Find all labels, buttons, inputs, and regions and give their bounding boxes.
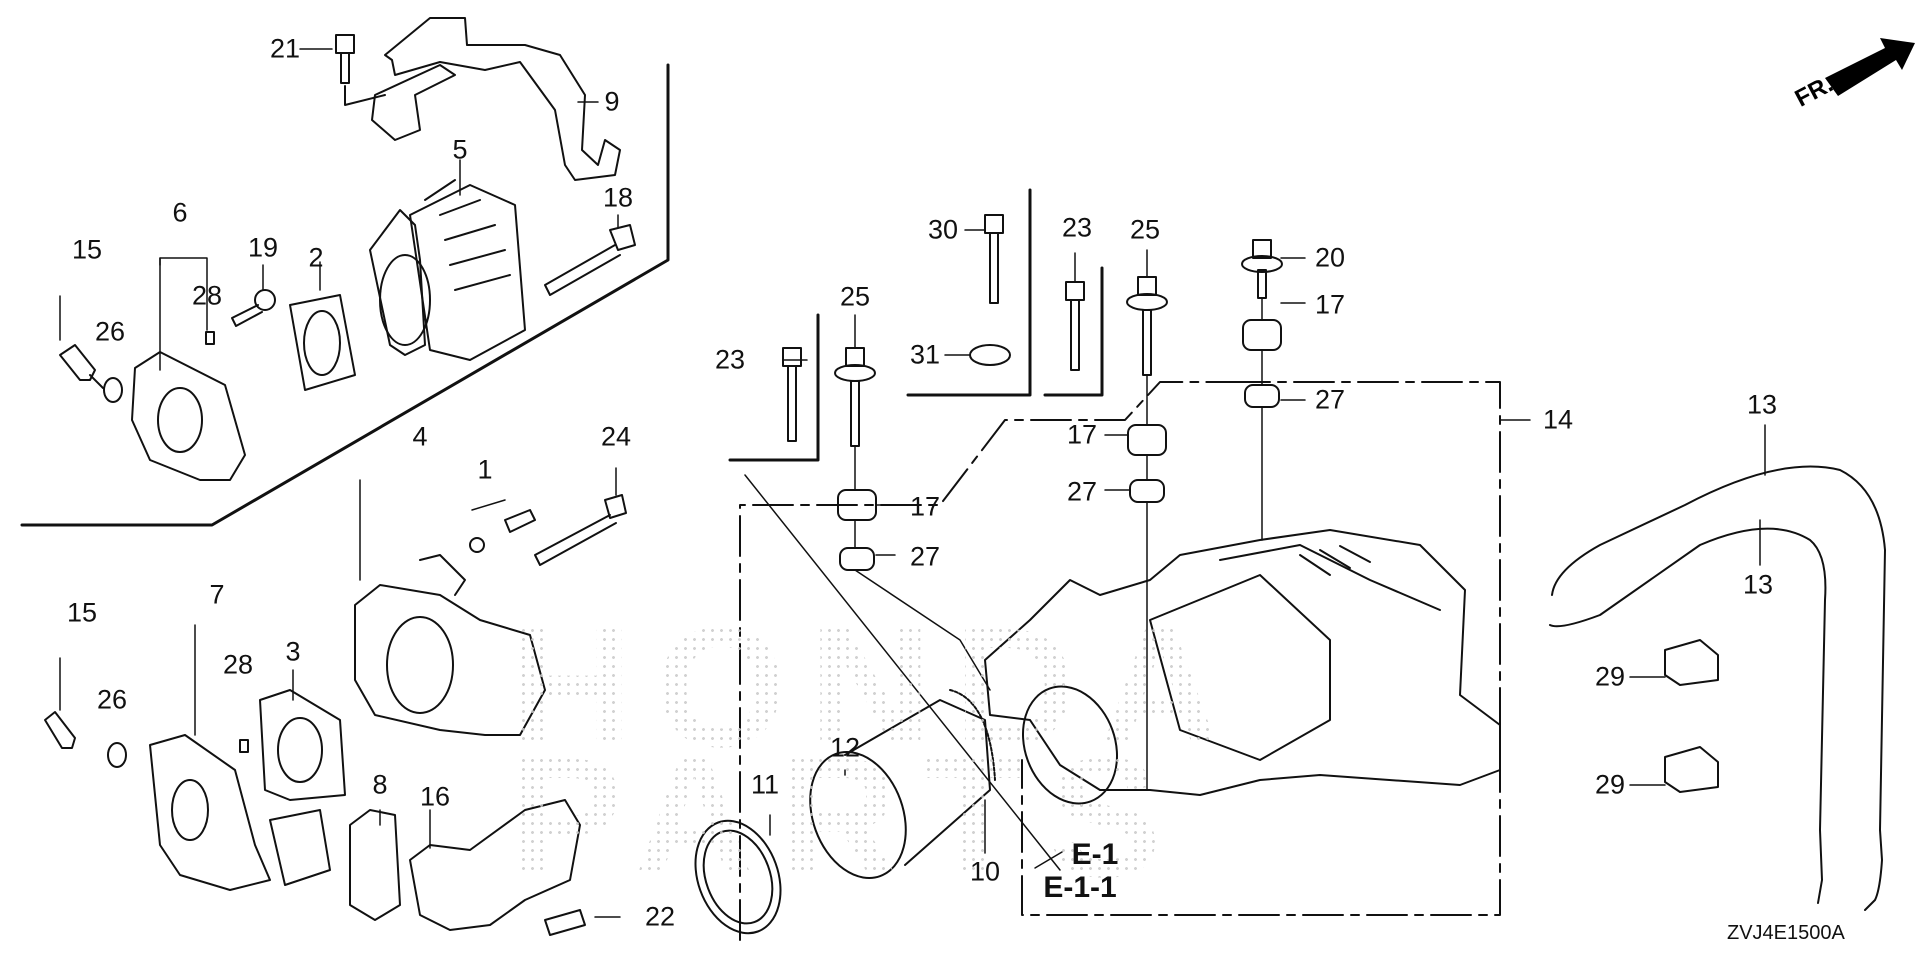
air-cleaner-housing-14	[984, 529, 1501, 805]
callout-17-c: 17	[909, 491, 941, 522]
watermark-line-2: PARTS	[510, 720, 1184, 916]
collar-27-b	[1129, 479, 1165, 503]
bolt-18	[544, 224, 636, 296]
adapter-6	[131, 351, 246, 481]
callout-7: 7	[209, 579, 225, 610]
bolt-22	[544, 909, 586, 936]
callout-27-a: 27	[1314, 384, 1346, 415]
callout-27-c: 27	[909, 541, 941, 572]
callout-10: 10	[969, 856, 1001, 887]
callout-27-b: 27	[1066, 476, 1098, 507]
callout-29-b: 29	[1594, 769, 1626, 800]
front-direction-indicator: FR.	[1790, 38, 1920, 113]
reference-label-e1[interactable]: E-1	[1071, 838, 1119, 871]
callout-22: 22	[644, 901, 676, 932]
callout-14: 14	[1542, 404, 1574, 435]
callout-26: 26	[94, 316, 126, 347]
callout-25-right: 25	[1129, 214, 1161, 245]
callout-18: 18	[602, 182, 634, 213]
callout-2: 2	[308, 242, 324, 273]
drawing-code: ZVJ4E1500A	[1727, 922, 1845, 944]
collar-27-c	[839, 547, 875, 571]
bolt-19	[231, 289, 276, 327]
grommet-17-b	[1127, 424, 1167, 456]
clamp-10	[949, 689, 996, 781]
gasket-8	[349, 809, 401, 921]
section-divider-bolt-group	[728, 188, 1104, 462]
watermark-line-1: HONDA	[510, 590, 1243, 786]
leader-lines	[59, 48, 1766, 918]
callout-20: 20	[1314, 242, 1346, 273]
bolt-21	[335, 34, 386, 106]
callout-3: 3	[285, 636, 301, 667]
clamp-11	[694, 819, 782, 935]
bolt-20	[1241, 239, 1283, 299]
bolt-30	[984, 214, 1004, 304]
callout-23-left: 23	[714, 344, 746, 375]
callout-17-a: 17	[1314, 289, 1346, 320]
sensor-15-lower	[44, 711, 76, 749]
callout-15-lower: 15	[66, 597, 98, 628]
bolt-23-left	[782, 347, 802, 442]
callout-28: 28	[191, 280, 223, 311]
callout-13-b: 13	[1742, 569, 1774, 600]
callout-12: 12	[829, 732, 861, 763]
callout-30: 30	[927, 214, 959, 245]
bolt-24	[534, 494, 627, 566]
throttle-body-5	[369, 179, 526, 361]
sensor-15-upper	[59, 344, 104, 389]
callout-9: 9	[604, 86, 620, 117]
front-direction-arrow-icon	[1825, 38, 1915, 96]
callout-16: 16	[419, 781, 451, 812]
adapter-7	[149, 734, 331, 891]
callout-19: 19	[247, 232, 279, 263]
clip-29-lower	[1664, 746, 1719, 793]
collar-27-a	[1244, 384, 1280, 408]
callout-13-a: 13	[1746, 389, 1778, 420]
callout-23-right: 23	[1061, 212, 1093, 243]
washer-26-lower	[107, 742, 127, 768]
callout-15: 15	[71, 234, 103, 265]
pin-28-upper	[205, 331, 215, 345]
callout-26-lower: 26	[96, 684, 128, 715]
bolt-25-right	[1126, 276, 1168, 376]
throttle-body-4	[354, 554, 546, 736]
callout-8: 8	[372, 769, 388, 800]
grommet-17-a	[1242, 319, 1282, 351]
gasket-2	[289, 294, 356, 391]
air-cleaner-assembly-boundary	[739, 381, 1501, 941]
bolt-23-right	[1065, 281, 1085, 371]
callout-24: 24	[600, 421, 632, 452]
gasket-3	[259, 689, 346, 801]
callout-31: 31	[909, 339, 941, 370]
duct-12	[809, 699, 991, 879]
section-divider-upper-left	[20, 63, 670, 527]
callout-29-a: 29	[1594, 661, 1626, 692]
callout-17-b: 17	[1066, 419, 1098, 450]
washer-26-upper	[103, 377, 123, 403]
callout-6: 6	[172, 197, 188, 228]
elbow-16	[409, 799, 581, 931]
pin-28-lower	[239, 739, 249, 753]
callout-11: 11	[750, 769, 780, 800]
callout-25-left: 25	[839, 281, 871, 312]
callout-4: 4	[412, 421, 428, 452]
bolt-25-left	[834, 347, 876, 447]
reference-label-e1-1[interactable]: E-1-1	[1043, 871, 1117, 904]
callout-28-lower: 28	[222, 649, 254, 680]
callout-1: 1	[477, 454, 493, 485]
callout-5: 5	[452, 134, 468, 165]
bracket-9	[371, 17, 621, 181]
clip-29-upper	[1664, 639, 1719, 686]
washer-31	[969, 344, 1011, 366]
cable-13-outer	[1551, 465, 1886, 911]
cable-13-inner	[1549, 527, 1827, 904]
callout-21: 21	[269, 33, 301, 64]
screw-1	[469, 509, 536, 553]
